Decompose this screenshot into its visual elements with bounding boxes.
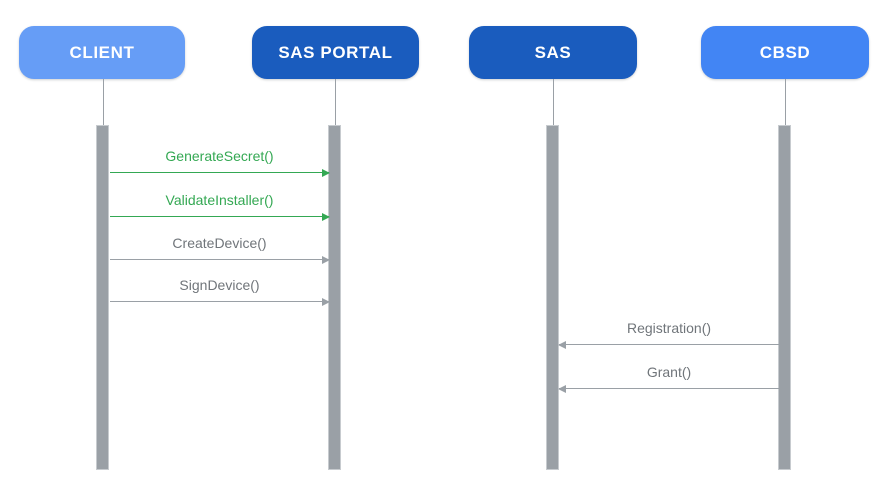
lifeline-cbsd xyxy=(785,79,786,125)
message-arrow-line xyxy=(110,216,329,217)
message-arrow-line xyxy=(110,259,329,260)
activation-bar-sas xyxy=(546,125,559,470)
message-label: Grant() xyxy=(646,364,692,380)
message-label: SignDevice() xyxy=(179,277,260,293)
message-label: Registration() xyxy=(626,320,712,336)
message-generate-secret: GenerateSecret() xyxy=(110,147,330,181)
arrowhead-left-icon xyxy=(558,384,566,393)
actor-box-sas-portal: SAS PORTAL xyxy=(252,26,419,79)
message-validate-installer: ValidateInstaller() xyxy=(110,191,330,225)
message-create-device: CreateDevice() xyxy=(110,234,330,268)
message-arrow-line xyxy=(559,388,779,389)
actor-box-client: CLIENT xyxy=(19,26,185,79)
arrowhead-right-icon xyxy=(322,212,330,221)
lifeline-sas-portal xyxy=(335,79,336,125)
message-label: CreateDevice() xyxy=(172,235,267,251)
message-registration: Registration() xyxy=(558,319,779,353)
arrowhead-right-icon xyxy=(322,168,330,177)
arrowhead-right-icon xyxy=(322,255,330,264)
message-arrow-line xyxy=(110,172,329,173)
actor-box-cbsd: CBSD xyxy=(701,26,869,79)
message-arrow-line xyxy=(110,301,329,302)
activation-bar-client xyxy=(96,125,109,470)
arrowhead-right-icon xyxy=(322,297,330,306)
lifeline-client xyxy=(103,79,104,125)
actor-box-sas: SAS xyxy=(469,26,637,79)
message-sign-device: SignDevice() xyxy=(110,276,330,310)
message-grant: Grant() xyxy=(558,363,779,397)
activation-bar-cbsd xyxy=(778,125,791,470)
message-label: GenerateSecret() xyxy=(165,148,274,164)
lifeline-sas xyxy=(553,79,554,125)
message-label: ValidateInstaller() xyxy=(165,192,274,208)
arrowhead-left-icon xyxy=(558,340,566,349)
message-arrow-line xyxy=(559,344,779,345)
